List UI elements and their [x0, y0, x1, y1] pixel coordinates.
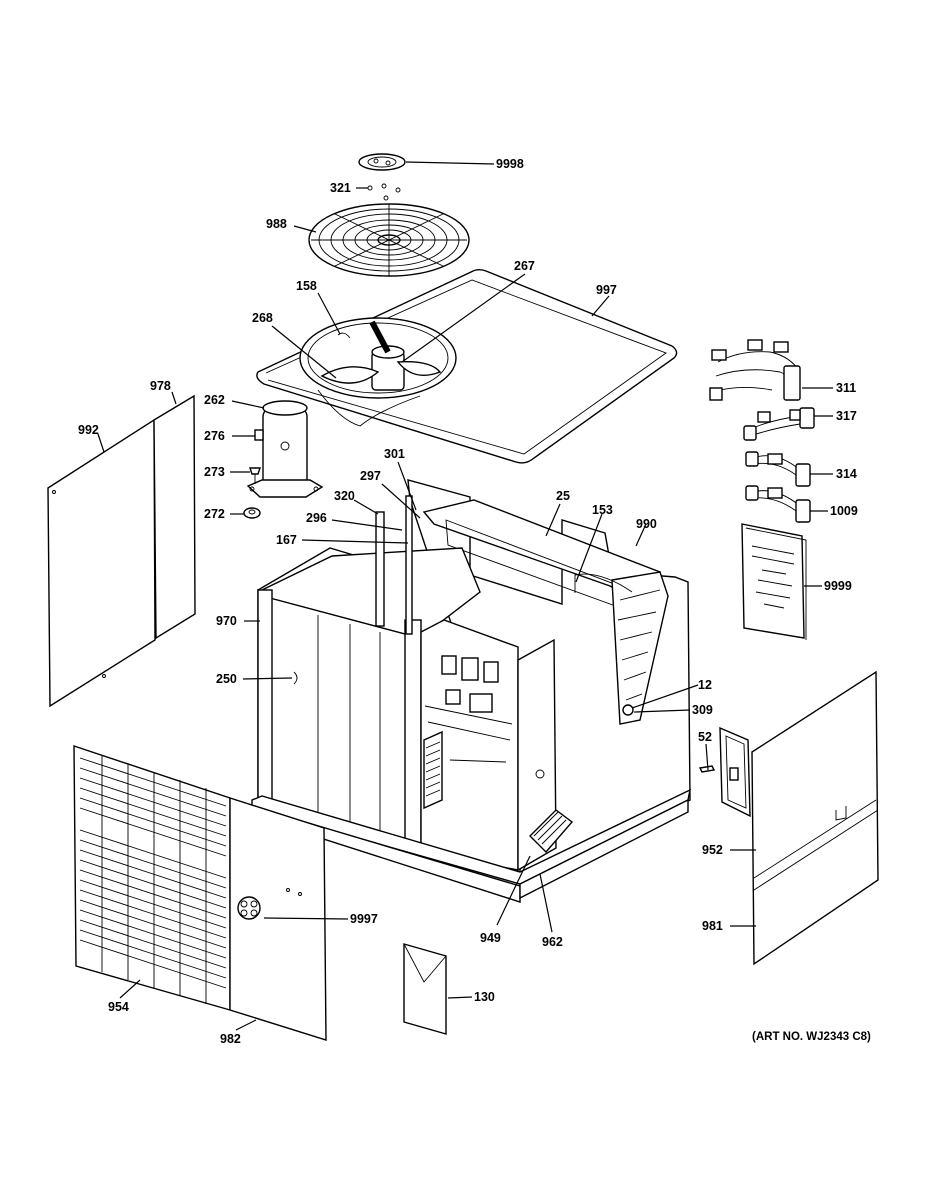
- fan-orifice-158: [337, 332, 351, 339]
- packet-130: [403, 943, 447, 1035]
- cabinet-main: [251, 479, 691, 903]
- callout-954: 954: [108, 1000, 129, 1014]
- callout-320: 320: [334, 489, 355, 503]
- callout-962: 962: [542, 935, 563, 949]
- callout-952: 952: [702, 843, 723, 857]
- fan-blade-268: [320, 361, 442, 384]
- side-panel-952: [751, 670, 879, 966]
- callout-997: 997: [596, 283, 617, 297]
- access-panel-982: [229, 797, 327, 1041]
- bracket-52: [698, 726, 751, 818]
- callout-153: 153: [592, 503, 613, 517]
- callout-301: 301: [384, 447, 405, 461]
- screws-321: [367, 183, 401, 201]
- callout-311: 311: [836, 381, 856, 395]
- callout-25: 25: [556, 489, 570, 503]
- callout-250: 250: [216, 672, 237, 686]
- wire-harness-317: [743, 407, 815, 441]
- art-number: (ART NO. WJ2343 C8): [752, 1031, 871, 1043]
- callout-1009: 1009: [830, 504, 858, 518]
- wire-harness-1009: [745, 485, 811, 523]
- callout-267: 267: [514, 259, 535, 273]
- callout-272: 272: [204, 507, 225, 521]
- callout-992: 992: [78, 423, 99, 437]
- screw-273: [249, 467, 261, 484]
- compressor-262: [246, 400, 324, 498]
- callout-981: 981: [702, 919, 723, 933]
- side-panel-978: [153, 394, 196, 640]
- side-panel-992: [47, 418, 156, 708]
- callout-276: 276: [204, 429, 225, 443]
- callout-labels: 9998 321 988 267 997 158 268 978 992 262 276 273 272…: [78, 157, 858, 1046]
- callout-970: 970: [216, 614, 237, 628]
- callout-273: 273: [204, 465, 225, 479]
- manual-9999: [741, 523, 807, 640]
- callout-9998: 9998: [496, 157, 524, 171]
- sensor-276: [254, 429, 264, 441]
- callout-314: 314: [836, 467, 857, 481]
- callout-268: 268: [252, 311, 273, 325]
- callout-321: 321: [330, 181, 351, 195]
- callout-988: 988: [266, 217, 287, 231]
- callout-296: 296: [306, 511, 327, 525]
- callout-262: 262: [204, 393, 225, 407]
- callout-52: 52: [698, 730, 712, 744]
- louvered-panel-954: [73, 745, 231, 1011]
- callout-9999: 9999: [824, 579, 852, 593]
- callout-158: 158: [296, 279, 317, 293]
- fan-cap-9998: [358, 153, 406, 171]
- wire-harness-314: [745, 451, 811, 487]
- top-panel-997: [256, 269, 678, 464]
- fan-grille-988: [308, 203, 470, 277]
- side-panel-981: [753, 809, 879, 891]
- callout-982: 982: [220, 1032, 241, 1046]
- callout-9997: 9997: [350, 912, 378, 926]
- callout-167: 167: [276, 533, 297, 547]
- leader-lines: [97, 161, 833, 1031]
- callout-309: 309: [692, 703, 713, 717]
- callout-978: 978: [150, 379, 171, 393]
- callout-130: 130: [474, 990, 495, 1004]
- cover-9997: [237, 896, 261, 920]
- callout-12: 12: [698, 678, 712, 692]
- grommet-272: [243, 507, 261, 519]
- callout-949: 949: [480, 931, 501, 945]
- callout-990: 990: [636, 517, 657, 531]
- callout-317: 317: [836, 409, 857, 423]
- callout-297: 297: [360, 469, 381, 483]
- wire-harness-311: [709, 339, 801, 401]
